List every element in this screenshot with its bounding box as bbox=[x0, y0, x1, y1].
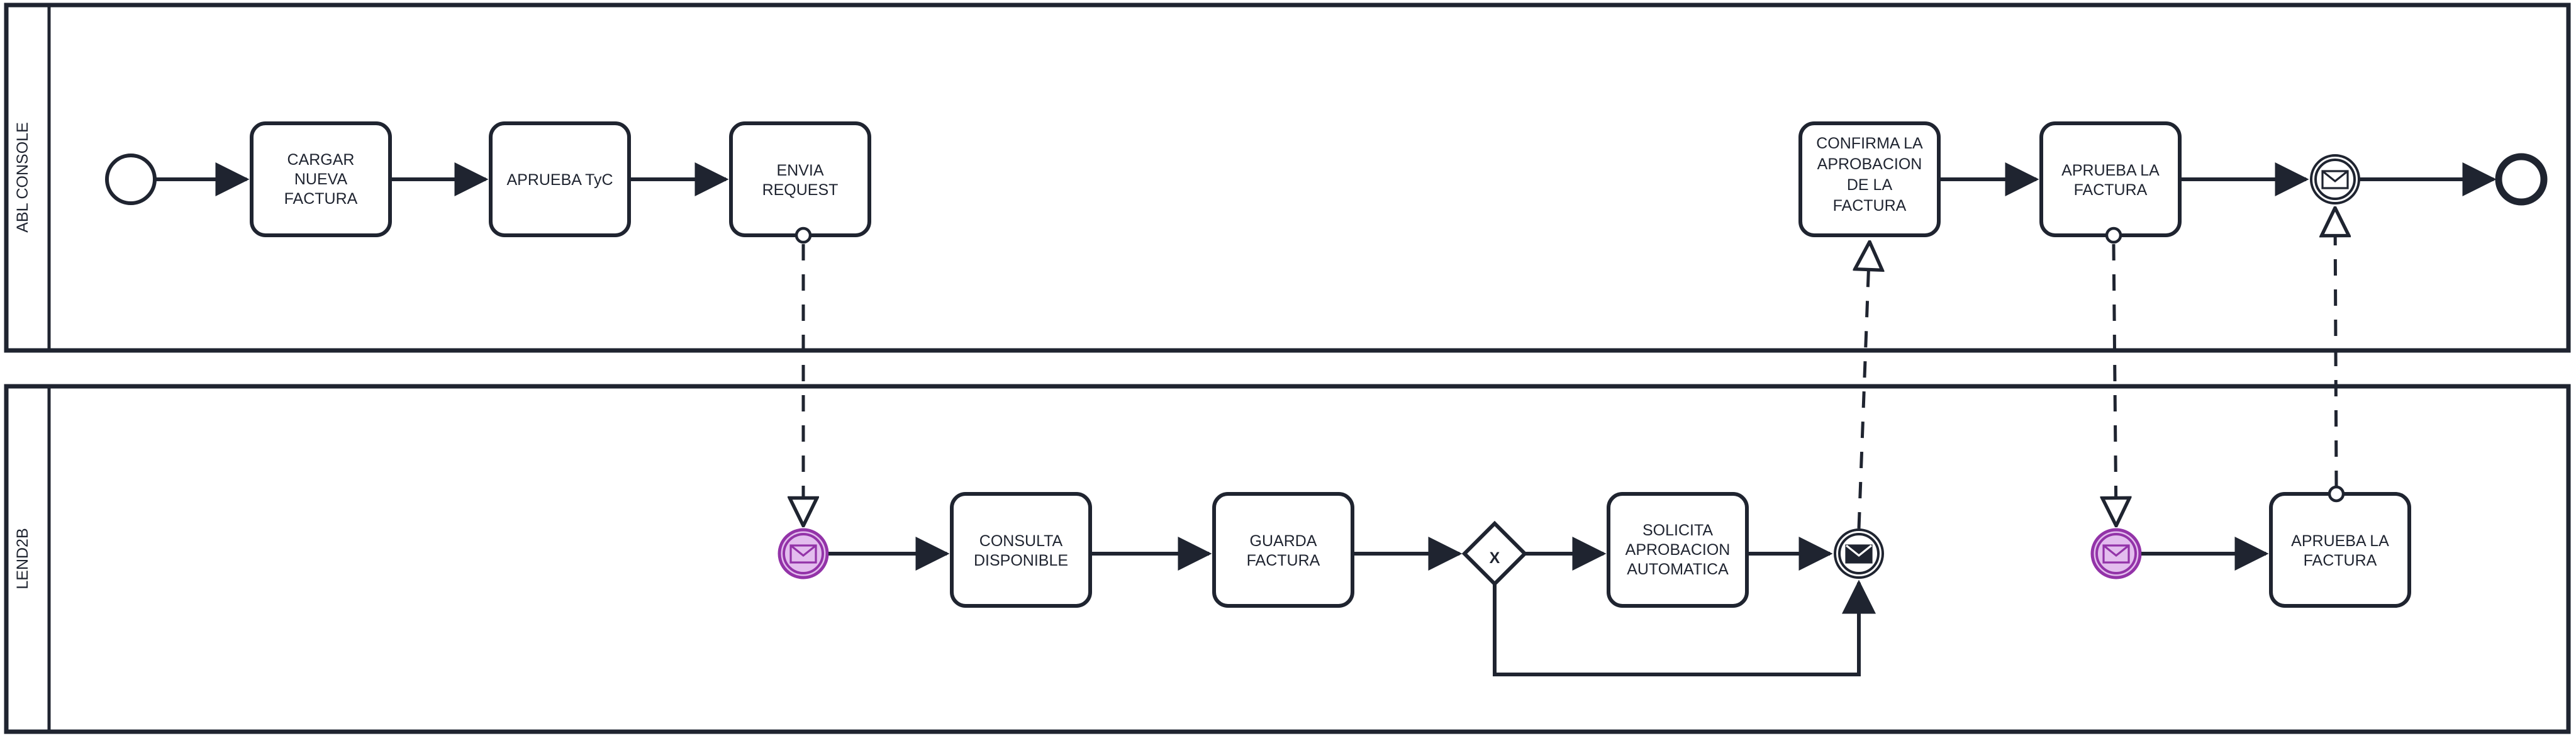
message-send-connector-icon bbox=[2328, 485, 2345, 503]
envelope-icon bbox=[2102, 544, 2130, 564]
task-box bbox=[950, 492, 1092, 608]
task-label-line-2: FACTURA bbox=[2304, 552, 2377, 569]
gateway-x-icon: X bbox=[1490, 549, 1500, 567]
task-label-line-1: APRUEBA LA bbox=[2061, 162, 2160, 179]
end-event-abl[interactable] bbox=[2495, 153, 2548, 206]
task-label-line-1: CONSULTA bbox=[979, 532, 1063, 550]
task-label-line-2: REQUEST bbox=[762, 181, 839, 199]
task-label-line-3: DE LA bbox=[1847, 176, 1893, 194]
task-label-line-2: NUEVA bbox=[294, 171, 348, 188]
task-aprueba-la-factura-lend2b[interactable]: APRUEBA LA FACTURA bbox=[2269, 485, 2411, 608]
task-label-line-1: CARGAR bbox=[287, 151, 355, 169]
task-label-line-3: AUTOMATICA bbox=[1627, 561, 1729, 578]
start-event-circle bbox=[105, 154, 157, 205]
task-box bbox=[2269, 492, 2411, 608]
task-label-line-1: ENVIA bbox=[776, 162, 823, 179]
task-guarda-factura[interactable]: GUARDA FACTURA bbox=[1212, 492, 1354, 608]
task-label-line-2: DISPONIBLE bbox=[974, 552, 1068, 569]
task-box bbox=[1607, 492, 1749, 608]
task-label-line-1: SOLICITA bbox=[1642, 522, 1713, 539]
task-label-line-2: FACTURA bbox=[2074, 181, 2148, 199]
envelope-icon bbox=[1845, 544, 1873, 564]
task-aprueba-tyc[interactable]: APRUEBA TyC bbox=[489, 121, 631, 237]
envelope-icon bbox=[789, 544, 817, 564]
message-send-connector-icon bbox=[795, 226, 812, 244]
task-label-line-1: CONFIRMA LA bbox=[1816, 135, 1923, 152]
task-label-line-3: FACTURA bbox=[284, 190, 358, 208]
task-label-line-2: APROBACION bbox=[1625, 541, 1731, 559]
envelope-icon bbox=[2321, 170, 2349, 189]
pool-lend2b-label: LEND2B bbox=[14, 528, 31, 589]
task-label-line-2: FACTURA bbox=[1247, 552, 1320, 569]
message-start-event-lend2b-1[interactable] bbox=[778, 528, 829, 579]
task-cargar-nueva-factura[interactable]: CARGAR NUEVA FACTURA bbox=[250, 121, 392, 237]
task-aprueba-la-factura-abl[interactable]: APRUEBA LA FACTURA bbox=[2039, 121, 2182, 244]
task-label-line-1: GUARDA bbox=[1250, 532, 1317, 550]
task-label-line-1: APRUEBA LA bbox=[2291, 532, 2389, 550]
task-envia-request[interactable]: ENVIA REQUEST bbox=[729, 121, 871, 244]
task-label-line-1: APRUEBA TyC bbox=[506, 171, 613, 189]
task-consulta-disponible[interactable]: CONSULTA DISPONIBLE bbox=[950, 492, 1092, 608]
task-confirma-aprobacion[interactable]: CONFIRMA LA APROBACION DE LA FACTURA bbox=[1798, 121, 1941, 237]
message-flow-aprueba-lend2b-to-catch-abl bbox=[2335, 209, 2336, 488]
task-solicita-aprobacion-automatica[interactable]: SOLICITA APROBACION AUTOMATICA bbox=[1607, 492, 1749, 608]
task-box bbox=[729, 121, 871, 237]
task-label-line-2: APROBACION bbox=[1817, 155, 1922, 173]
message-start-event-lend2b-2[interactable] bbox=[2090, 528, 2142, 579]
pool-abl-console-label: ABL CONSOLE bbox=[14, 122, 31, 233]
end-event-circle bbox=[2495, 153, 2548, 206]
message-send-connector-icon bbox=[2105, 226, 2122, 244]
task-label-line-4: FACTURA bbox=[1833, 197, 1907, 215]
start-event-abl[interactable] bbox=[105, 154, 157, 205]
intermediate-message-throw-event-lend2b[interactable] bbox=[1834, 528, 1884, 579]
intermediate-message-catch-event-abl[interactable] bbox=[2310, 154, 2360, 204]
task-box bbox=[2039, 121, 2182, 237]
sequence-flow-gateway-loop-to-throw bbox=[1493, 579, 1876, 676]
task-box bbox=[1212, 492, 1354, 608]
